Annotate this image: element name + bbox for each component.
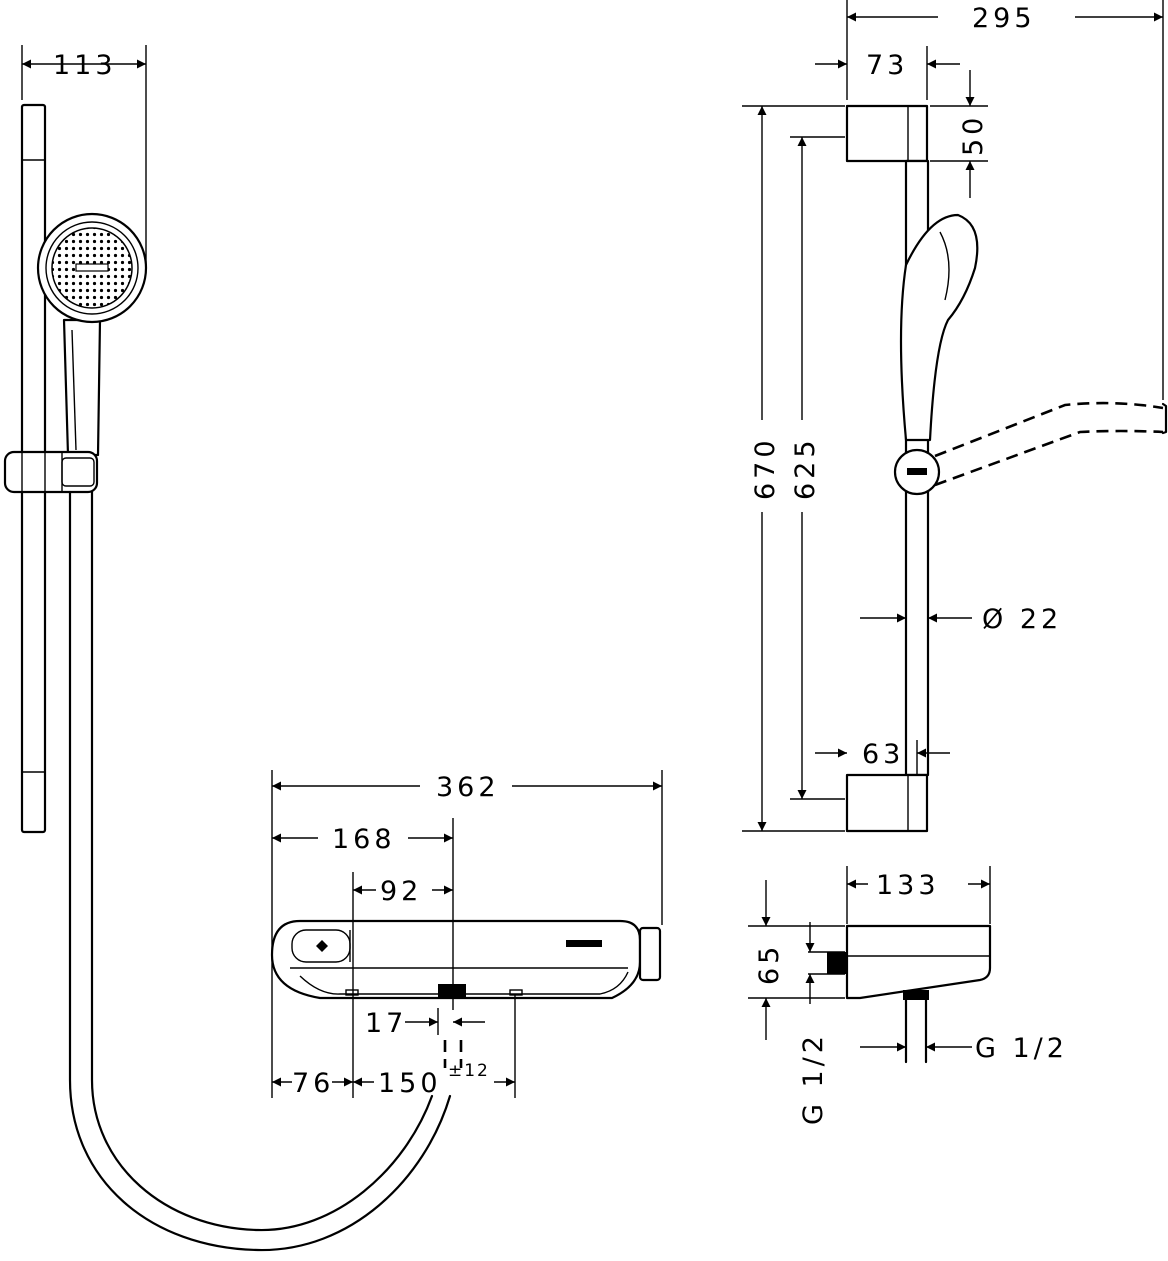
dim-362: 362 <box>436 772 500 803</box>
wall-connection <box>827 952 847 974</box>
flow-icon <box>316 940 328 952</box>
dim-76: 76 <box>292 1068 334 1099</box>
lower-wall-bracket <box>845 773 929 833</box>
dim-92: 92 <box>380 876 422 907</box>
thermostat-side-body <box>845 924 992 1000</box>
side-view-rail <box>845 104 1168 833</box>
dim-63: 63 <box>862 739 904 770</box>
spray-mode-button-icon <box>75 263 109 272</box>
dim-295: 295 <box>972 3 1036 34</box>
bottom-outlet <box>903 990 929 1000</box>
dim-50: 50 <box>958 114 989 156</box>
front-view-shower-set <box>3 103 452 1252</box>
dim-670: 670 <box>750 436 781 500</box>
dimension-labels: 113 295 73 50 670 625 Ø 22 63 362 168 92… <box>53 3 1068 1125</box>
dim-tolerance-12: ±12 <box>448 1061 490 1081</box>
dim-g12-vertical: G 1/2 <box>798 1032 829 1125</box>
thermostat-front-view <box>270 919 662 1068</box>
dimension-lines <box>21 0 1164 1098</box>
slider-holder <box>3 450 99 494</box>
outlet-connector <box>438 984 466 998</box>
dim-625: 625 <box>790 436 821 500</box>
hand-shower-side-parked <box>899 213 979 442</box>
hand-shower-tilted-dashed <box>934 401 1164 458</box>
dim-17: 17 <box>365 1008 407 1039</box>
dim-133: 133 <box>876 870 940 901</box>
side-knob <box>638 926 662 982</box>
dim-168: 168 <box>332 824 396 855</box>
dim-65: 65 <box>754 943 785 985</box>
dim-73: 73 <box>866 50 908 81</box>
dim-113: 113 <box>53 50 117 81</box>
hand-shower-handle <box>62 318 102 457</box>
dim-150: 150 <box>378 1068 442 1099</box>
dim-22: Ø 22 <box>982 604 1062 635</box>
brand-logo-icon <box>566 940 602 947</box>
thermostat-side-view <box>827 924 992 1064</box>
thermostat-body <box>270 919 642 1000</box>
dim-g12-horizontal: G 1/2 <box>975 1033 1068 1064</box>
upper-wall-bracket <box>845 104 929 163</box>
shower-hose <box>68 490 452 1252</box>
